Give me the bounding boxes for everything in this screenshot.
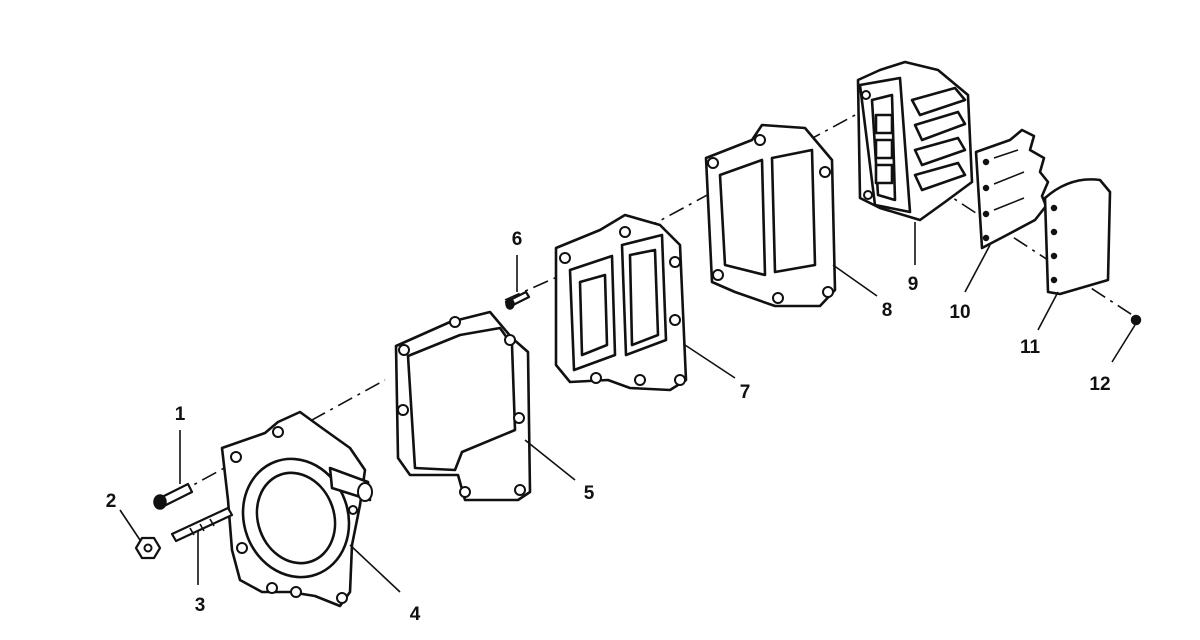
part-8-gasket <box>704 123 837 308</box>
part-11-reed-stop <box>1043 178 1112 296</box>
part-3-stud <box>170 506 234 543</box>
leader-lines <box>119 222 1136 593</box>
callout-5: 5 <box>584 483 595 504</box>
callout-6: 6 <box>512 229 523 250</box>
callout-11: 11 <box>1020 337 1041 358</box>
callout-7: 7 <box>740 382 751 403</box>
part-9-reed-block <box>856 60 974 222</box>
part-4-adapter-housing <box>220 410 373 608</box>
part-7-reed-plate <box>554 213 688 392</box>
part-12-screw <box>1130 314 1142 326</box>
callout-4: 4 <box>410 604 421 625</box>
callout-1: 1 <box>175 404 186 425</box>
part-1-bolt <box>153 482 194 510</box>
callout-labels: 1 2 3 4 5 6 7 8 9 10 11 12 <box>106 229 1111 625</box>
callout-10: 10 <box>949 302 970 323</box>
callout-9: 9 <box>908 274 919 295</box>
callout-8: 8 <box>882 300 893 321</box>
callout-3: 3 <box>195 595 206 616</box>
part-10-reed-petals <box>974 128 1050 250</box>
part-2-nut <box>134 536 162 560</box>
part-6-screw <box>504 290 531 310</box>
callout-2: 2 <box>106 491 117 512</box>
callout-12: 12 <box>1089 374 1110 395</box>
part-5-gasket <box>394 310 532 502</box>
